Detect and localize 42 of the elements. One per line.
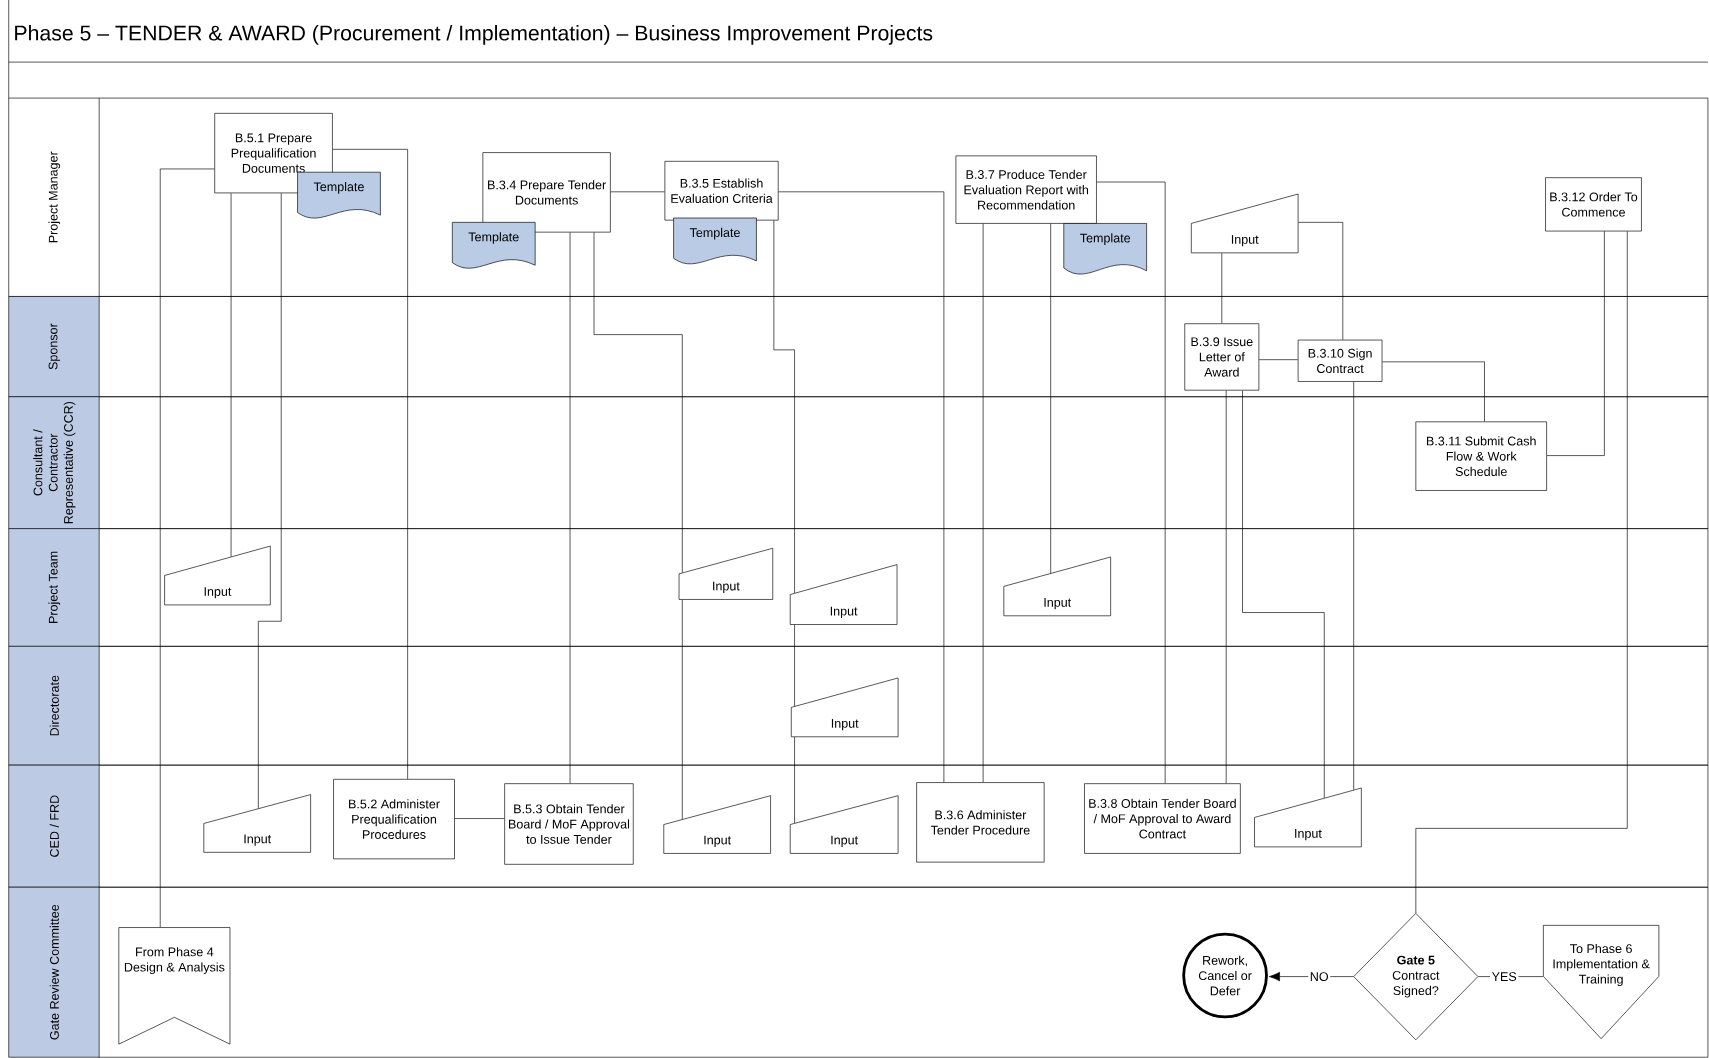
process-box: B.5.2 Administer Prequalification Procedures [333, 778, 455, 860]
connector [1382, 361, 1485, 422]
connector [332, 148, 408, 780]
process-box: B.3.12 Order To Commence [1545, 177, 1642, 232]
title: Phase 5 – TENDER & AWARD (Procurement / Implementation) – Business Improvement Projects [15, 24, 933, 45]
connector [1415, 230, 1628, 914]
edge-label: NO [1308, 970, 1331, 983]
process-box: B.3.9 Issue Letter of Award [1184, 323, 1260, 391]
process-box: B.3.5 Establish Evaluation Criteria [664, 160, 779, 221]
connector [681, 599, 683, 820]
connector [778, 191, 945, 783]
connector [454, 818, 505, 819]
connector [1258, 359, 1299, 360]
connector [1096, 181, 1166, 784]
connector [982, 223, 984, 783]
connector [230, 192, 232, 557]
connector [1050, 223, 1052, 574]
process-box: B.3.8 Obtain Tender Board / MoF Approval to Award Contract [1084, 783, 1241, 854]
connector [773, 220, 795, 594]
connector [1353, 381, 1355, 790]
connector [1242, 390, 1325, 799]
connector [569, 232, 571, 784]
connector [794, 624, 795, 707]
connector [1546, 230, 1605, 456]
process-box: B.3.7 Produce Tender Evaluation Report with Recommendation [955, 155, 1097, 224]
connector [1268, 971, 1354, 982]
connector [1221, 252, 1223, 324]
process-box: B.3.11 Submit Cash Flow & Work Schedule [1415, 421, 1547, 491]
connector [1298, 221, 1344, 340]
connector [794, 736, 795, 824]
off-page-connector: From Phase 4 Design & Analysis [118, 927, 231, 1045]
process-box: B.5.3 Obtain Tender Board / MoF Approval to Issue Tender [504, 783, 634, 865]
process-box: B.3.10 Sign Contract [1297, 339, 1383, 382]
off-page-connector: To Phase 6 Implementation & Training [1543, 924, 1660, 1039]
connector [258, 192, 282, 809]
process-box: B.3.4 Prepare Tender Documents [482, 152, 611, 233]
connector [593, 232, 683, 573]
process-box: B.3.6 Administer Tender Procedure [916, 782, 1045, 863]
edge-label: YES [1490, 970, 1519, 983]
connector [1225, 390, 1227, 784]
connector [159, 168, 215, 928]
connector [610, 191, 665, 192]
